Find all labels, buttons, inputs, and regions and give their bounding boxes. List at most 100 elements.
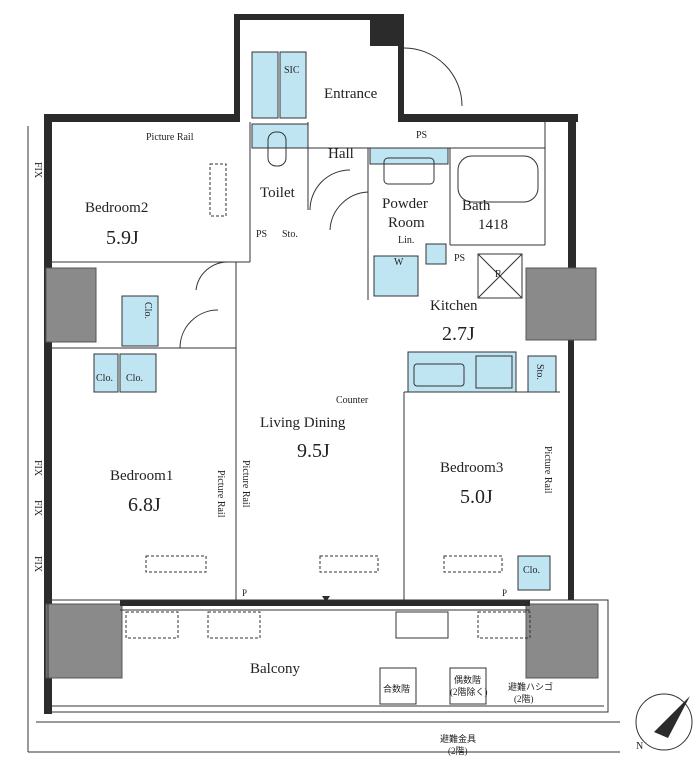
hatch-odd-label: 合数階 [383, 684, 411, 694]
ps-label-1: PS [416, 130, 428, 141]
bedroom2-label: Bedroom2 [85, 200, 149, 216]
picture-rail-bed1-a: Picture Rail [215, 470, 226, 518]
toilet-box [251, 123, 309, 149]
compass-n-label: N [636, 741, 644, 752]
bed1-closet-small [121, 295, 159, 347]
lin-label: Lin. [398, 235, 415, 246]
picture-rail-bed2: Picture Rail [146, 132, 194, 143]
bedroom1-size: 6.8J [128, 494, 161, 516]
entrance-right-wall [398, 14, 404, 122]
living-dining-label: Living Dining [260, 415, 346, 431]
sic-label: SIC [284, 65, 300, 76]
hatch-even [449, 667, 487, 705]
north-wall-right [398, 114, 578, 122]
hall-door-swing [309, 169, 351, 211]
bed2-window-mark [209, 163, 227, 217]
kitchen-counter [407, 351, 517, 393]
lin-cabinet [425, 243, 447, 265]
bed1-ac [145, 555, 207, 573]
bed2-door-swing [195, 261, 229, 291]
bath-size: 1418 [478, 217, 508, 233]
hall-label: Hall [328, 146, 354, 162]
bedroom1-label: Bedroom1 [110, 468, 174, 484]
bathtub [457, 155, 539, 203]
sink [413, 363, 465, 387]
east-wall-lower [568, 330, 574, 600]
bed3-storage [527, 355, 557, 393]
bedroom2-size: 5.9J [106, 227, 139, 249]
fridge [477, 253, 523, 299]
ladder-label-2: (2階) [514, 694, 534, 704]
east-wall-upper [568, 114, 576, 274]
kitchen-size: 2.7J [442, 323, 475, 345]
compass-circle [635, 693, 693, 751]
w-label: W [394, 257, 404, 268]
hatch-even-label-1: 偶数階 [454, 675, 482, 685]
bath-label: Bath [462, 198, 491, 214]
living-dining-size: 9.5J [297, 440, 330, 462]
sic-box [279, 51, 307, 119]
hatch-even-label-2: (2階除く) [450, 687, 488, 697]
column-west-lower [45, 603, 123, 679]
toilet-bowl [267, 131, 287, 167]
bed3-ac [443, 555, 503, 573]
entrance-left-wall [234, 14, 240, 122]
washer-space [373, 255, 419, 297]
ld-ac [319, 555, 379, 573]
p-label-1: P [242, 588, 248, 598]
entrance-door-swing [403, 47, 463, 107]
sic-shelf [251, 51, 279, 119]
hatch-odd [379, 667, 417, 705]
bedroom3-size: 5.0J [460, 486, 493, 508]
column-east-lower [525, 603, 599, 679]
balcony-box-4 [477, 611, 531, 639]
balcony-box-1 [125, 611, 179, 639]
balcony-label: Balcony [250, 661, 300, 677]
powder-counter [369, 147, 449, 165]
clo-label-4: Clo. [523, 565, 540, 576]
west-wall [44, 114, 52, 714]
bed3-closet [517, 555, 551, 591]
fitting-label-2: (2階) [448, 746, 468, 756]
fix-label-3: FIX [32, 500, 43, 517]
stove [475, 355, 513, 389]
counter-label: Counter [336, 395, 369, 406]
fix-label-4: FIX [32, 556, 43, 573]
picture-rail-bed1-b: Picture Rail [240, 460, 251, 508]
entry-arrow [322, 596, 330, 602]
entrance-top-wall [234, 14, 404, 20]
picture-rail-bed3: Picture Rail [542, 446, 553, 494]
washbasin [383, 157, 435, 185]
p-label-2: P [502, 588, 508, 598]
kitchen-label: Kitchen [430, 298, 478, 314]
door-jamb-wall [370, 14, 400, 46]
bedroom3-label: Bedroom3 [440, 460, 504, 476]
r-label: R [495, 269, 502, 280]
window-wall-south [120, 600, 530, 606]
column-west-upper [45, 267, 97, 343]
clo-label-2: Clo. [96, 373, 113, 384]
powder-label-2: Room [388, 215, 425, 231]
ladder-label-1: 避難ハシゴ [508, 682, 554, 692]
column-east-upper [525, 267, 597, 341]
balcony-box-3 [395, 611, 449, 639]
north-wall-left [44, 114, 240, 122]
clo-label-3: Clo. [126, 373, 143, 384]
compass-needle [654, 696, 690, 738]
fridge-x2 [477, 253, 523, 299]
fix-label-1: FIX [32, 162, 43, 179]
sto-label-2: Sto. [534, 364, 545, 380]
fix-label-2: FIX [32, 460, 43, 477]
fitting-label-1: 避難金具 [440, 734, 477, 744]
toilet-label: Toilet [260, 185, 295, 201]
ps-label-2: PS [256, 229, 268, 240]
clo-label-1: Clo. [142, 302, 153, 319]
powder-door-swing [329, 191, 369, 231]
bed1-closet-right [119, 353, 157, 393]
balcony-box-2 [207, 611, 261, 639]
bed1-closet-left [93, 353, 119, 393]
powder-label-1: Powder [382, 196, 428, 212]
entrance-label: Entrance [324, 86, 378, 102]
sto-label-1: Sto. [282, 229, 298, 240]
